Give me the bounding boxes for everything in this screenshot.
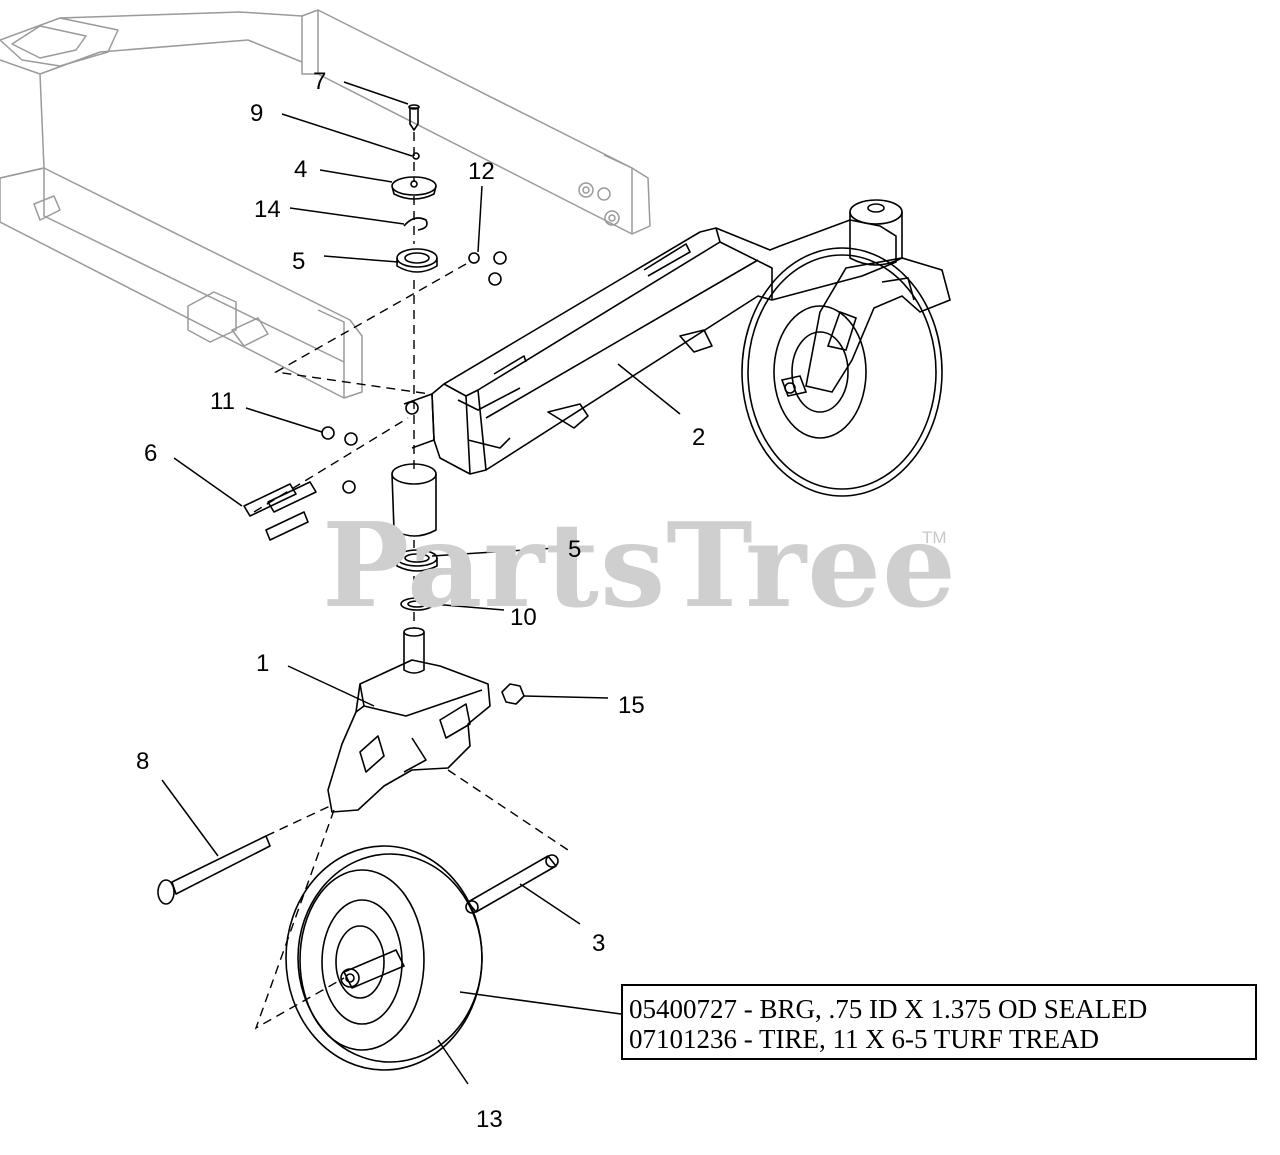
parts-note-box: 05400727 - BRG, .75 ID X 1.375 OD SEALED… — [621, 984, 1257, 1060]
mower-frame — [0, 9, 651, 399]
callout-4: 4 — [294, 156, 308, 183]
callout-7: 7 — [313, 68, 327, 95]
parts-note-bearing: 05400727 - BRG, .75 ID X 1.375 OD SEALED — [629, 994, 1148, 1024]
exploded-components — [157, 104, 559, 1071]
callout-12: 12 — [468, 158, 495, 185]
callout-10: 10 — [510, 604, 537, 631]
callout-11: 11 — [210, 388, 235, 415]
callout-5-lower: 5 — [568, 536, 582, 563]
callout-14: 14 — [254, 196, 281, 223]
callout-1: 1 — [256, 650, 270, 677]
callout-2: 2 — [692, 424, 706, 451]
partstree-watermark: PartsTree — [322, 498, 957, 634]
callout-8: 8 — [136, 748, 150, 775]
axle-beam — [403, 219, 897, 475]
assembly-lines — [253, 132, 569, 1030]
callout-3: 3 — [592, 930, 606, 957]
callout-9: 9 — [250, 100, 264, 127]
callout-15: 15 — [618, 692, 645, 719]
trademark-symbol: TM — [922, 528, 947, 547]
parts-note-tire: 07101236 - TIRE, 11 X 6-5 TURF TREAD — [629, 1024, 1100, 1054]
right-caster-assembly — [741, 199, 951, 497]
leader-lines — [161, 81, 681, 1085]
callout-6: 6 — [144, 440, 158, 467]
callout-5-upper: 5 — [292, 248, 306, 275]
callout-13: 13 — [476, 1106, 503, 1133]
